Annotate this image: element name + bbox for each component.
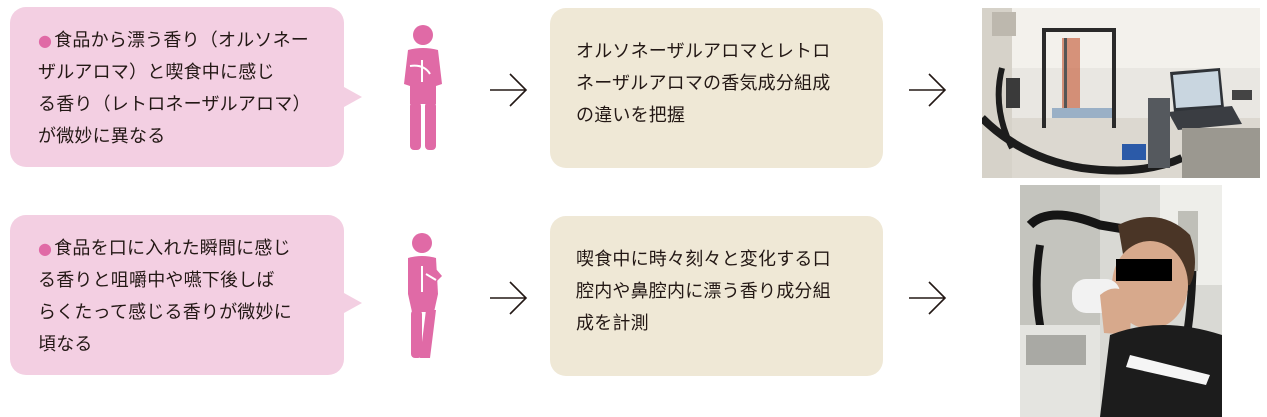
bubble-line: 頃なる <box>38 334 93 355</box>
bubble-line: ザルアロマ）と喫食中に感じ <box>38 62 275 83</box>
speech-bubble-aroma-difference: ●食品から漂う香り（オルソネー ザルアロマ）と喫食中に感じ る香り（レトロネーザ… <box>10 7 362 167</box>
bubble-line: が微妙に異なる <box>38 126 166 147</box>
bubble-line: る香り（レトロネーザルアロマ） <box>38 94 311 115</box>
lab-equipment-photo <box>982 8 1260 178</box>
bullet-icon: ● <box>38 31 53 50</box>
person-hand-on-chin-icon <box>408 233 442 358</box>
arrow-right-icon <box>490 281 528 315</box>
arrow-right-icon <box>909 281 947 315</box>
box-line: 腔内や鼻腔内に漂う香り成分組 <box>576 281 831 302</box>
box-line: 成を計測 <box>576 313 649 334</box>
box-line: オルソネーザルアロマとレトロ <box>576 41 831 62</box>
bubble-line: る香りと咀嚼中や嚥下後しば <box>38 270 275 291</box>
box-line: ネーザルアロマの香気成分組成 <box>576 73 831 94</box>
speech-bubble-aroma-timing: ●食品を口に入れた瞬間に感じ る香りと咀嚼中や嚥下後しば らくたって感じる香りが… <box>10 215 362 375</box>
bubble-line: らくたって感じる香りが微妙に <box>38 302 292 323</box>
result-box-composition: オルソネーザルアロマとレトロ ネーザルアロマの香気成分組成 の違いを把握 <box>550 8 883 168</box>
person-thinking-icon <box>404 25 442 150</box>
arrow-right-icon <box>909 73 947 107</box>
box-line: 喫食中に時々刻々と変化する口 <box>576 249 831 270</box>
box-line: の違いを把握 <box>576 105 686 126</box>
bullet-icon: ● <box>38 239 53 258</box>
result-box-measurement: 喫食中に時々刻々と変化する口 腔内や鼻腔内に漂う香り成分組 成を計測 <box>550 216 883 376</box>
bubble-line: ●食品から漂う香り（オルソネー <box>38 30 309 51</box>
measurement-subject-photo <box>1020 185 1222 417</box>
arrow-right-icon <box>490 73 528 107</box>
bubble-line: ●食品を口に入れた瞬間に感じ <box>38 238 291 259</box>
